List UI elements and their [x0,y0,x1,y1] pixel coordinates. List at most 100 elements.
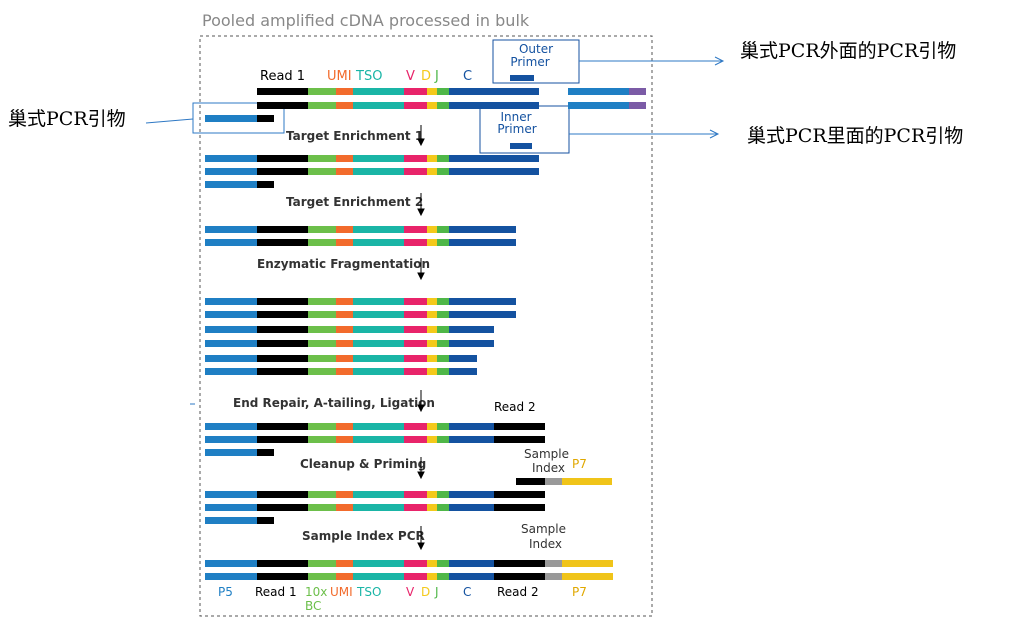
segment-v [404,573,427,580]
segment-read1 [257,239,308,246]
segment-c [449,168,539,175]
segment-tso [353,560,404,567]
segment-p5 [205,436,257,443]
segment-v [404,155,427,162]
segment-tso [353,355,404,362]
segment-primer-p5 [205,449,257,456]
segment-p7 [562,478,612,485]
footer-p5: P5 [218,585,233,599]
segment-umi [336,573,353,580]
segment-tso [353,491,404,498]
segment-c [449,560,494,567]
segment-c [449,504,494,511]
segment-umi [336,88,353,95]
segment-tail [568,102,629,109]
segment-d [427,340,437,347]
annotation-nested: 巢式PCR引物 [8,108,126,130]
segment-umi [336,436,353,443]
segment-read1 [257,311,308,318]
label-umi: UMI [327,69,352,84]
segment-primer-read1 [257,181,274,188]
segment-umi [336,355,353,362]
segment-c [449,340,494,347]
segment-v [404,326,427,333]
segment-j [437,168,449,175]
footer-bc-line2: BC [305,599,321,613]
segment-tso [353,340,404,347]
segment-tso [353,311,404,318]
segment-umi [336,239,353,246]
segment-read1 [257,298,308,305]
segment-umi [336,226,353,233]
segment-p5 [205,239,257,246]
footer-umi: UMI [330,585,353,599]
segment-c [449,573,494,580]
segment-umi [336,340,353,347]
step-sample-index-pcr: Sample Index PCR [302,529,425,543]
segment-j [437,423,449,430]
segment-primer-p5 [205,115,257,122]
segment-v [404,340,427,347]
segment-barcode [308,491,336,498]
segment-c [449,311,516,318]
segment-umi [336,504,353,511]
footer-bc-line1: 10x [305,585,327,599]
segment-p5 [205,298,257,305]
segment-v [404,423,427,430]
label-sample-index-upper-2: Index [532,461,565,475]
segment-p5 [205,560,257,567]
segment-read1 [257,355,308,362]
segment-c [449,436,494,443]
segment-tso [353,326,404,333]
segment-v [404,102,427,109]
step-target-enrichment-2: Target Enrichment 2 [286,195,423,209]
segment-read1 [257,226,308,233]
segment-j [437,355,449,362]
segment-p5 [205,491,257,498]
segment-j [437,326,449,333]
footer-tso: TSO [356,585,381,599]
segment-read1 [257,423,308,430]
segment-read2 [494,560,545,567]
segment-p5 [205,226,257,233]
segment-p7 [562,573,613,580]
label-j: J [434,69,439,84]
footer-p7: P7 [572,585,587,599]
label-p7-upper: P7 [572,457,587,471]
step-arrows [417,125,425,551]
label-v: V [406,69,415,84]
segment-v [404,298,427,305]
segment-d [427,560,437,567]
segment-barcode [308,326,336,333]
segment-read1 [257,155,308,162]
segment-barcode [308,298,336,305]
segment-barcode [308,311,336,318]
segment-read1 [257,491,308,498]
segment-d [427,491,437,498]
segment-tso [353,423,404,430]
footer-read1: Read 1 [255,585,297,599]
segment-barcode [308,436,336,443]
segment-d [427,298,437,305]
segment-c [449,155,539,162]
segment-umi [336,102,353,109]
segment-barcode [308,239,336,246]
diagram-title: Pooled amplified cDNA processed in bulk [202,11,530,30]
segment-read1 [257,168,308,175]
segment-tso [353,504,404,511]
segment-umi [336,311,353,318]
label-sample-index-upper-1: Sample [524,447,569,461]
segment-p5 [205,504,257,511]
inner-primer-mark [510,143,532,149]
segment-read1 [257,368,308,375]
segment-umi [336,298,353,305]
segment-j [437,311,449,318]
segment-tso [353,226,404,233]
segment-c [449,423,494,430]
segment-umi [336,168,353,175]
segment-v [404,239,427,246]
label-read2-upper: Read 2 [494,400,536,414]
segment-index [545,560,562,567]
segment-tail-end [629,88,646,95]
